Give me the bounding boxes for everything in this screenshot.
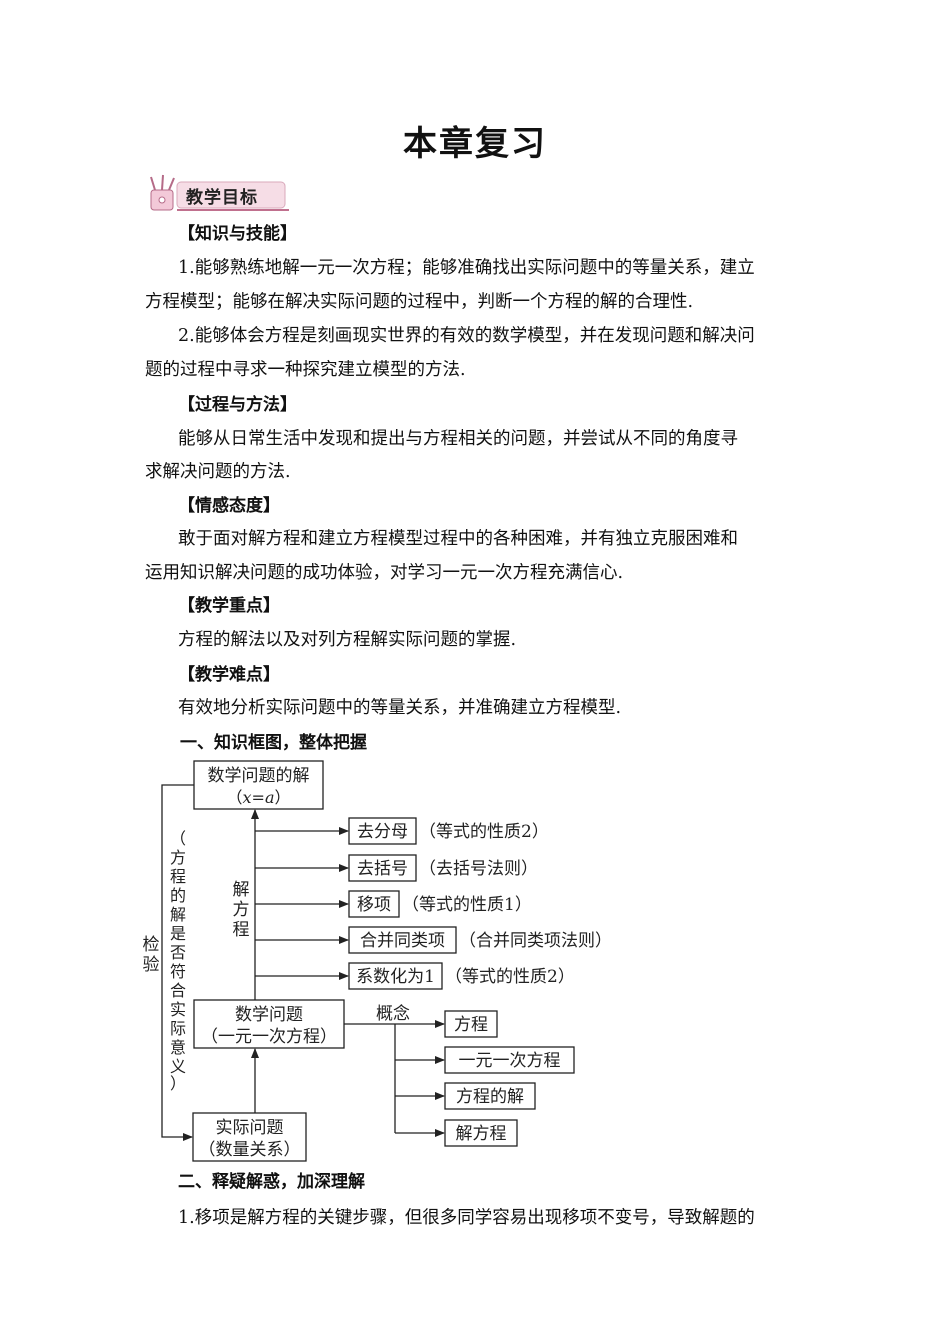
svg-text:际: 际 <box>170 1019 186 1038</box>
step-label-1: 去分母 <box>357 822 408 842</box>
svg-text:）: ） <box>170 1074 186 1093</box>
svg-text:（: （ <box>170 829 186 848</box>
process-line-2: 求解决问题的方法. <box>145 462 291 482</box>
knowledge-item-1-line-2: 方程模型；能够在解决实际问题的过程中，判断一个方程的解的合理性. <box>145 292 694 312</box>
step-box-1 <box>348 817 417 845</box>
solve-label-1: 解 <box>233 880 250 900</box>
emotion-line-1: 敢于面对解方程和建立方程模型过程中的各种困难，并有独立克服困难和 <box>178 529 738 549</box>
step-box-4 <box>348 926 457 954</box>
difficulty-line: 有效地分析实际问题中的等量关系，并准确建立方程模型. <box>178 698 622 718</box>
step-label-2: 去括号 <box>357 859 408 879</box>
step-note-1: （等式的性质2） <box>419 822 549 842</box>
concept-3: 方程的解 <box>456 1087 524 1107</box>
concept-2: 一元一次方程 <box>459 1051 561 1071</box>
solution-box-title: 数学问题的解 <box>208 766 310 786</box>
svg-text:方: 方 <box>170 848 186 867</box>
step-box-3 <box>348 890 400 918</box>
concept-box-4 <box>444 1119 518 1147</box>
svg-text:实: 实 <box>170 1000 186 1019</box>
teaching-goals-banner <box>150 174 289 211</box>
solve-label-2: 方 <box>233 900 250 920</box>
emotion-line-2: 运用知识解决问题的成功体验，对学习一元一次方程充满信心. <box>145 563 624 583</box>
part-2-heading: 二、释疑解惑，加深理解 <box>178 1172 365 1192</box>
step-box-2 <box>348 854 417 882</box>
concept-4: 解方程 <box>456 1124 507 1144</box>
knowledge-heading: 【知识与技能】 <box>178 224 297 244</box>
process-heading: 【过程与方法】 <box>178 395 297 415</box>
concept-label: 概念 <box>376 1003 410 1024</box>
concept-box-2 <box>444 1046 575 1074</box>
check-loop <box>161 784 194 1141</box>
part-1-heading: 一、知识框图，整体把握 <box>180 733 367 753</box>
check-label-1: 检 <box>143 935 160 955</box>
svg-text:是: 是 <box>170 924 186 943</box>
key-points-line: 方程的解法以及对列方程解实际问题的掌握. <box>178 630 517 650</box>
concept-box-1 <box>444 1010 498 1038</box>
step-note-5: （等式的性质2） <box>445 967 575 987</box>
svg-text:程: 程 <box>170 867 186 886</box>
real-problem-title: 实际问题 <box>216 1118 284 1138</box>
emotion-heading: 【情感态度】 <box>178 496 280 516</box>
process-line-1: 能够从日常生活中发现和提出与方程相关的问题，并尝试从不同的角度寻 <box>178 429 738 449</box>
solution-box-formula: （x=a） <box>226 788 290 807</box>
math-problem-subtitle: （一元一次方程） <box>201 1027 337 1047</box>
knowledge-item-1-line-1: 1.能够熟练地解一元一次方程；能够准确找出实际问题中的等量关系，建立 <box>178 258 755 278</box>
part-2-line-1: 1.移项是解方程的关键步骤，但很多同学容易出现移项不变号，导致解题的 <box>178 1208 755 1228</box>
step-label-3: 移项 <box>357 895 391 915</box>
concept-box-3 <box>444 1082 536 1110</box>
step-note-3: （等式的性质1） <box>402 895 532 915</box>
svg-text:否: 否 <box>170 943 186 962</box>
page-title: 本章复习 <box>403 124 547 164</box>
svg-text:的: 的 <box>170 886 186 905</box>
real-problem-box <box>192 1112 307 1162</box>
step-box-5 <box>348 962 443 990</box>
key-points-heading: 【教学重点】 <box>178 596 280 616</box>
svg-text:义: 义 <box>170 1057 186 1076</box>
step-note-2: （去括号法则） <box>419 859 538 879</box>
check-label-2: 验 <box>143 955 160 975</box>
step-label-5: 系数化为1 <box>356 967 435 987</box>
knowledge-item-2-line-1: 2.能够体会方程是刻画现实世界的有效的数学模型，并在发现问题和解决问 <box>178 326 755 346</box>
svg-text:合: 合 <box>170 981 186 1000</box>
check-note: （ 方 程 的 解 是 否 符 合 实 际 意 义 ） <box>170 829 186 1093</box>
svg-text:符: 符 <box>170 962 186 981</box>
concept-1: 方程 <box>454 1015 488 1035</box>
pencil-cup-icon <box>150 174 175 211</box>
svg-text:意: 意 <box>170 1038 186 1057</box>
math-problem-title: 数学问题 <box>235 1005 303 1025</box>
solve-label-3: 程 <box>233 920 250 940</box>
real-problem-subtitle: （数量关系） <box>199 1140 301 1160</box>
difficulty-heading: 【教学难点】 <box>178 665 280 685</box>
banner-label: 教学目标 <box>186 188 258 208</box>
knowledge-item-2-line-2: 题的过程中寻求一种探究建立模型的方法. <box>145 360 466 380</box>
step-note-4: （合并同类项法则） <box>459 931 612 951</box>
svg-text:解: 解 <box>170 905 186 924</box>
step-label-4: 合并同类项 <box>360 931 445 951</box>
